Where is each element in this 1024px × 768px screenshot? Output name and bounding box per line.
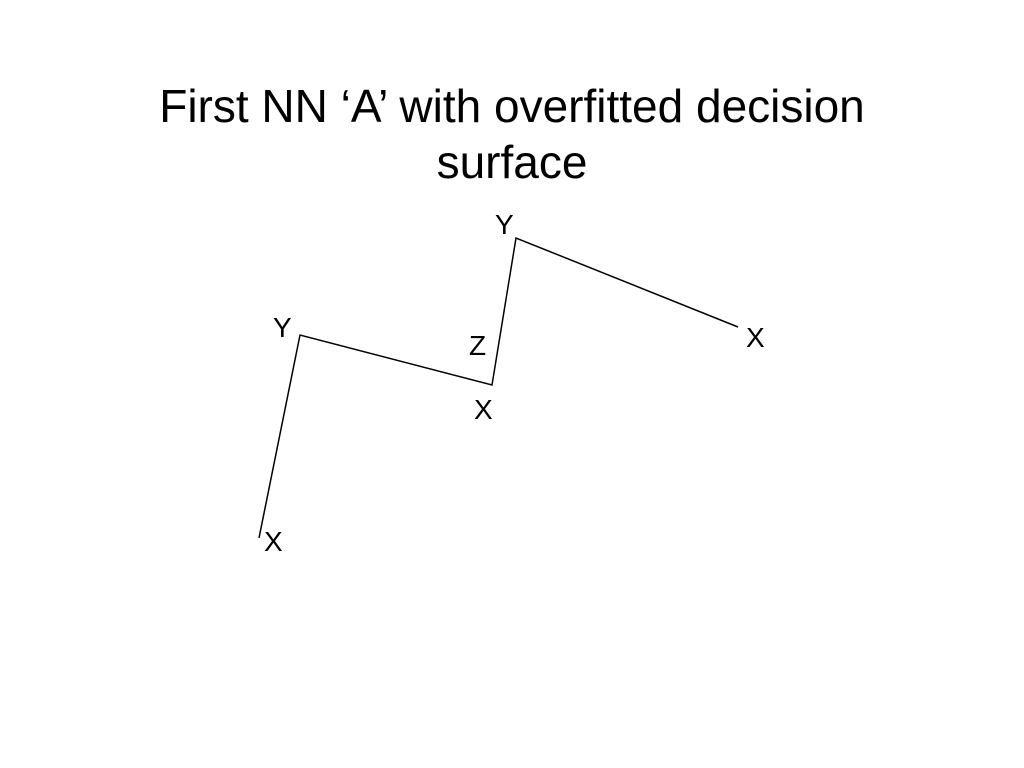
decision-surface-line bbox=[258, 236, 739, 539]
slide-title-line-1: First NN ‘A’ with overfitted decision bbox=[159, 80, 865, 132]
slide-title: First NN ‘A’ with overfitted decision su… bbox=[62, 78, 962, 190]
label-y-top: Y bbox=[495, 209, 514, 240]
label-z: Z bbox=[469, 330, 486, 361]
label-x-right: X bbox=[746, 322, 765, 353]
slide-title-line-2: surface bbox=[436, 136, 588, 188]
label-x-middle: X bbox=[474, 394, 493, 425]
label-y-left: Y bbox=[273, 312, 292, 343]
label-x-bottom-left: X bbox=[264, 526, 283, 557]
